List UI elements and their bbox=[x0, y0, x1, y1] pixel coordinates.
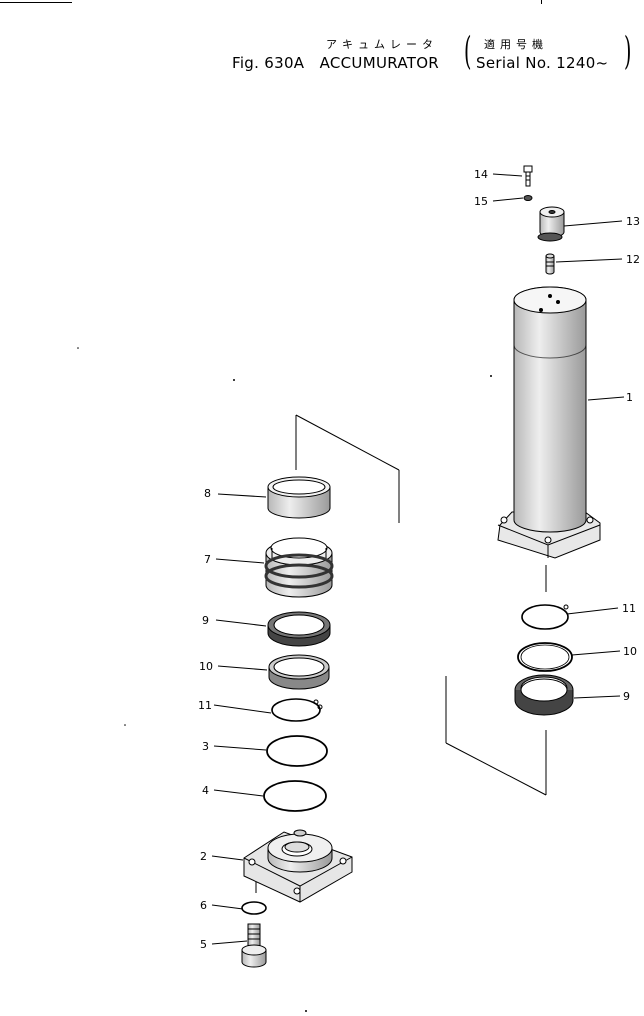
scan-specks bbox=[77, 347, 492, 1012]
o-ring bbox=[266, 735, 328, 767]
backup-seal-right bbox=[517, 642, 573, 672]
callout-11: 11 bbox=[198, 699, 212, 712]
callout-10: 10 bbox=[623, 645, 637, 658]
drawing-header: アキュムレータ 適用号機 Fig. 630A ACCUMURATOR ( Ser… bbox=[0, 0, 644, 90]
top-tick-mark bbox=[541, 0, 542, 4]
cap-washer bbox=[523, 195, 533, 201]
callout-9: 9 bbox=[623, 690, 630, 703]
callout-5: 5 bbox=[200, 938, 207, 951]
serial-range: Serial No. 1240~ bbox=[476, 54, 609, 72]
corner-rule bbox=[0, 2, 72, 3]
callout-10: 10 bbox=[199, 660, 213, 673]
seal-ring bbox=[267, 611, 331, 647]
cap-screw bbox=[523, 165, 533, 187]
callout-15: 15 bbox=[474, 195, 488, 208]
backup-seal bbox=[268, 654, 330, 690]
piston bbox=[264, 537, 334, 598]
callout-14: 14 bbox=[474, 168, 488, 181]
callout-6: 6 bbox=[200, 899, 207, 912]
figure-title: Fig. 630A ACCUMURATOR bbox=[232, 54, 439, 72]
callout-2: 2 bbox=[200, 850, 207, 863]
callout-13: 13 bbox=[626, 215, 640, 228]
open-paren: ( bbox=[464, 29, 472, 73]
jp-part-name: アキュムレータ bbox=[326, 38, 438, 51]
cylinder-shell bbox=[497, 286, 601, 559]
callout-12: 12 bbox=[626, 253, 640, 266]
bolt-washer bbox=[241, 901, 267, 915]
callout-1: 1 bbox=[626, 391, 633, 404]
jp-applicable-label: 適用号機 bbox=[484, 38, 548, 51]
part-name: ACCUMURATOR bbox=[319, 54, 440, 72]
callout-7: 7 bbox=[204, 553, 211, 566]
assembly-guide-lines bbox=[255, 414, 547, 893]
backup-ring bbox=[263, 780, 327, 812]
charging-valve bbox=[545, 253, 555, 275]
valve-cap bbox=[537, 206, 565, 242]
callout-11: 11 bbox=[622, 602, 636, 615]
snap-ring bbox=[271, 698, 323, 722]
wear-ring bbox=[267, 476, 331, 519]
callout-3: 3 bbox=[202, 740, 209, 753]
snap-ring-right bbox=[521, 604, 569, 630]
seal-ring-right bbox=[514, 674, 574, 716]
fig-number: Fig. 630A bbox=[232, 54, 305, 72]
callout-8: 8 bbox=[204, 487, 211, 500]
cover-bolt bbox=[241, 923, 267, 968]
close-paren: ) bbox=[624, 29, 632, 73]
callout-4: 4 bbox=[202, 784, 209, 797]
end-cover bbox=[243, 829, 353, 903]
callout-9: 9 bbox=[202, 614, 209, 627]
leader-lines bbox=[211, 173, 625, 945]
